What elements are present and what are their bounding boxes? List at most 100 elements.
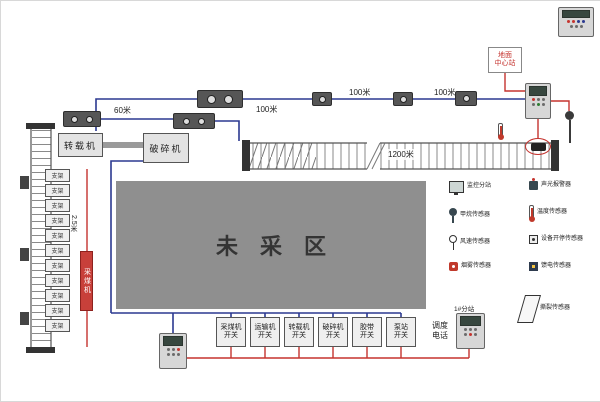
crusher-drive-device (173, 113, 215, 129)
support-label: 支架 (51, 294, 64, 300)
panel-button (541, 98, 545, 101)
switch-label: 转载机 (288, 323, 310, 331)
legend-label: 风速传感器 (460, 238, 491, 245)
panel-buttons (529, 98, 547, 101)
switch-label: 开关 (326, 332, 340, 339)
support-label: 支架 (51, 264, 64, 270)
legend-label: 撕裂传感器 (540, 305, 571, 312)
device-knob-icon (318, 95, 326, 103)
panel-button (531, 103, 535, 106)
panel-button (176, 353, 180, 356)
panel-button (536, 98, 540, 101)
panel-button (474, 333, 477, 336)
feed-sensor-icon (529, 262, 538, 271)
switch-label: 采煤机 (220, 323, 242, 331)
line-device (455, 91, 477, 106)
camera-sensor-icon (525, 138, 551, 155)
panel-button (474, 328, 477, 331)
shearer-switch-box: 采煤机 开关 (216, 317, 246, 347)
panel-buttons (562, 25, 590, 28)
panel-screen (562, 10, 590, 18)
panel-button (171, 348, 175, 351)
device-knob-icon (71, 115, 79, 123)
legend-item: 声光报警器 (529, 178, 600, 190)
distance-2-5m: 2.5米 (70, 215, 77, 232)
surface-center-line2: 中心站 (494, 60, 516, 67)
cable-coupler-device (197, 90, 243, 108)
legend-label: 监控分站 (467, 183, 492, 190)
surface-center-line1: 地面 (498, 51, 512, 59)
panel-button (171, 353, 175, 356)
pump-switch-box: 泵站 开关 (386, 317, 416, 347)
panel-buttons (163, 353, 183, 356)
legend-label: 馈电传感器 (541, 262, 572, 269)
display-icon (449, 181, 464, 195)
panel-buttons (529, 103, 547, 106)
panel-button (582, 20, 585, 23)
transfer-switch-box: 转载机 开关 (284, 317, 314, 347)
belt-tear-sensor-icon (516, 295, 542, 323)
legend-item: 烟雾传感器 (449, 262, 527, 271)
dispatch-phone-line2: 电话 (432, 331, 448, 340)
thermometer-icon (497, 123, 504, 140)
distance-100m: 100米 (348, 87, 372, 98)
distance-100m: 100米 (255, 104, 279, 115)
crusher-label: 破碎机 (149, 143, 183, 154)
thermometer-icon (528, 205, 535, 222)
line-device (312, 92, 332, 106)
distance-60m: 60米 (113, 105, 132, 116)
onoff-sensor-icon (529, 235, 538, 244)
panel-screen (460, 316, 481, 326)
legend-label: 设备开停传感器 (541, 235, 584, 242)
switch-label: 开关 (292, 332, 306, 339)
unmined-area-label: 未采区 (215, 234, 348, 259)
distance-1200m: 1200米 (387, 149, 415, 160)
panel-button (569, 25, 573, 28)
legend-item: 撕裂传感器 (516, 295, 599, 323)
legend-item: 馈电传感器 (529, 262, 600, 271)
distance-100m: 100米 (433, 87, 457, 98)
transfer-machine-box: 转载机 (58, 133, 103, 157)
switch-label: 开关 (258, 332, 272, 339)
panel-button (464, 328, 467, 331)
legend-label: 烟雾传感器 (461, 262, 492, 269)
support-box: 支架 (45, 289, 70, 302)
switch-label: 开关 (360, 332, 374, 339)
crusher-switch-box: 破碎机 开关 (318, 317, 348, 347)
dispatch-phone-label: 调度 电话 (426, 321, 454, 341)
support-label: 支架 (51, 219, 64, 225)
support-label: 支架 (51, 249, 64, 255)
station-tag: 1#分站 (454, 306, 475, 313)
panel-button (469, 333, 472, 336)
smoke-sensor-icon (449, 262, 458, 271)
line-device (393, 92, 413, 106)
panel-button (531, 98, 535, 101)
panel-buttons (460, 333, 481, 336)
support-box: 支架 (45, 259, 70, 272)
support-label: 支架 (51, 234, 64, 240)
dispatch-phone-panel (456, 313, 485, 349)
support-box: 支架 (45, 184, 70, 197)
panel-button (464, 333, 467, 336)
panel-screen (529, 86, 547, 96)
transfer-machine-label: 转载机 (63, 140, 97, 151)
shearer-label: 采煤机 (83, 267, 91, 295)
legend-item: 风速传感器 (449, 235, 527, 250)
support-label: 支架 (51, 204, 64, 210)
support-box: 支架 (45, 244, 70, 257)
panel-button (176, 348, 180, 351)
panel-button (166, 353, 170, 356)
switch-label: 泵站 (394, 323, 408, 331)
power-control-panel (159, 333, 187, 369)
legend-label: 温度传感器 (537, 208, 568, 215)
panel-button (567, 20, 570, 23)
conveyor-switch-box: 运输机 开关 (250, 317, 280, 347)
panel-button (469, 328, 472, 331)
unmined-area: 未采区 (116, 181, 426, 309)
panel-buttons (460, 328, 481, 331)
support-box: 支架 (45, 229, 70, 242)
wind-sensor-icon (449, 235, 457, 250)
switch-label: 破碎机 (322, 323, 344, 331)
crusher-box: 破碎机 (143, 133, 189, 163)
legend-label: 甲烷传感器 (460, 211, 491, 218)
